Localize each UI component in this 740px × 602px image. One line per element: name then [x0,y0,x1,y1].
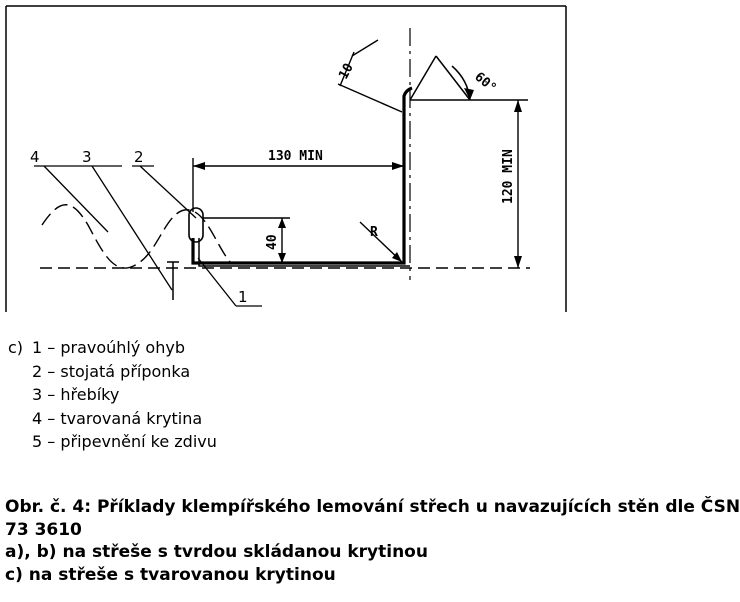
dimension-stand-label: 40 [265,234,280,250]
callout-1: 1 [238,288,248,306]
legend-item-label: 5 – připevnění ke zdivu [32,432,217,452]
legend-item: 5 – připevnění ke zdivu [8,430,217,454]
callout-3: 3 [82,148,92,166]
angle-arrow [464,88,474,100]
dimension-angle-label: 60° [471,70,499,97]
legend-prefix: c) [8,338,24,357]
legend-item-label: 4 – tvarovaná krytina [32,408,203,428]
legend-item: 2 – stojatá příponka [8,360,217,384]
callout-4: 4 [30,148,40,166]
callout-2: 2 [134,148,144,166]
dimension-height-label: 120 MIN [501,149,516,204]
flashing-profile [188,86,413,267]
legend-item: c) 1 – pravoúhlý ohyb [8,336,217,360]
technical-drawing: 4 3 2 1 130 MIN 120 MIN 40 10 60° R [5,5,567,312]
figure-caption: Obr. č. 4: Příklady klempířského lemován… [5,496,740,586]
legend-item: 3 – hřebíky [8,383,217,407]
thickness-dimension [337,39,403,113]
height-dimension [485,99,528,268]
drawing-frame [5,5,567,312]
legend: c) 1 – pravoúhlý ohyb 2 – stojatá přípon… [8,336,217,454]
length-dimension [192,158,404,212]
legend-item-label: 2 – stojatá příponka [32,361,191,381]
callout-leaders [34,165,262,307]
dimension-thickness-label: 10 [336,61,357,82]
legend-item: 4 – tvarovaná krytina [8,407,217,431]
legend-item-label: 3 – hřebíky [32,385,120,405]
caption-line: 73 3610 [5,519,82,540]
nail-symbol [167,261,179,300]
caption-line: Obr. č. 4: Příklady klempířského lemován… [5,497,740,517]
dimension-length-label: 130 MIN [268,149,323,164]
caption-line: a), b) na střeše s tvrdou skládanou kryt… [5,542,428,562]
dimension-radius-label: R [370,225,378,240]
legend-item-label: 1 – pravoúhlý ohyb [32,338,185,357]
caption-line: c) na střeše s tvarovanou krytinou [5,564,336,585]
